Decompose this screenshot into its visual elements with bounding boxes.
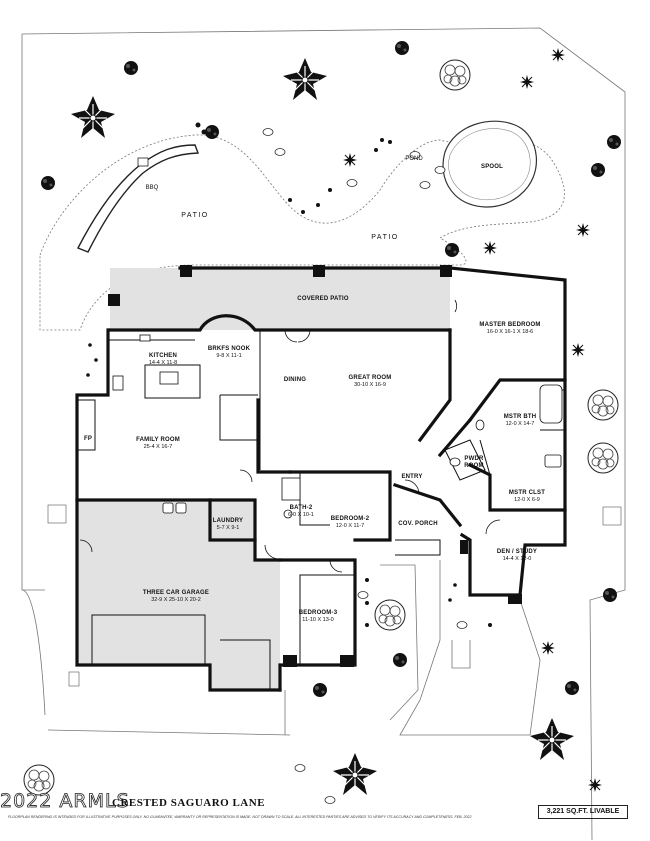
- bbq-counter: [77, 144, 199, 253]
- front-walk: [284, 564, 419, 735]
- disclaimer-text: FLOORPLAN RENDERING IS INTENDED FOR ILLU…: [8, 815, 472, 819]
- cov-porch-label: COV. PORCH: [398, 521, 438, 527]
- master-bedroom-label: MASTER BEDROOM 16-0 X 16-1 X 18-6: [479, 322, 541, 335]
- garage-label: THREE CAR GARAGE 32-9 X 25-10 X 20-2: [142, 590, 210, 603]
- street-name: CRESTED SAGUARO LANE: [112, 797, 266, 809]
- covered-patio-area: [110, 268, 450, 330]
- driveway-right: [399, 560, 541, 736]
- kitchen-label: KITCHEN 14-4 X 11-8: [148, 353, 178, 366]
- patio-label: PATIO: [181, 212, 209, 219]
- brkfs-nook-label: BRKFS NOOK 9-8 X 11-1: [207, 346, 251, 359]
- garage-area: [77, 500, 280, 690]
- covered-patio-label: COVERED PATIO: [297, 296, 349, 302]
- spool-label: SPOOL: [480, 164, 504, 170]
- family-room-label: FAMILY ROOM 25-4 X 16-7: [136, 437, 180, 450]
- pwdr-room-label: PWDR ROOM: [464, 456, 484, 469]
- patio-label-2: PATIO: [371, 234, 399, 241]
- sqft-badge: 3,221 SQ.FT. LIVABLE: [538, 805, 628, 819]
- pool: [442, 120, 537, 208]
- fp-label: FP: [83, 436, 93, 442]
- armls-watermark: 2022 ARMLS: [0, 790, 130, 813]
- pond-label: POND: [405, 156, 423, 162]
- bbq-grill: [137, 157, 149, 167]
- dining-label: DINING: [283, 377, 307, 383]
- bedroom3-label: BEDROOM-3 11-10 X 13-0: [298, 610, 338, 623]
- entry-label: ENTRY: [401, 474, 423, 480]
- great-room-label: GREAT ROOM 30-10 X 16-9: [348, 375, 392, 388]
- walkway: [451, 640, 471, 669]
- mstr-clst-label: MSTR CLST 12-0 X 6-9: [508, 490, 546, 503]
- bedroom2-label: BEDROOM-2 12-0 X 11-7: [330, 516, 370, 529]
- front-planters: [47, 504, 622, 687]
- bbq-label: BBQ: [145, 185, 159, 191]
- laundry-label: LAUNDRY 5-7 X 9-1: [212, 518, 244, 531]
- sidewalk-curve: [21, 589, 291, 736]
- fixtures: [112, 334, 563, 519]
- bath2-label: BATH-2 6-0 X 10-1: [288, 505, 314, 518]
- den-study-label: DEN / STUDY 14-4 X 12-0: [496, 549, 538, 562]
- columns: [108, 265, 522, 667]
- mstr-bth-label: MSTR BTH 12-0 X 14-7: [503, 414, 537, 427]
